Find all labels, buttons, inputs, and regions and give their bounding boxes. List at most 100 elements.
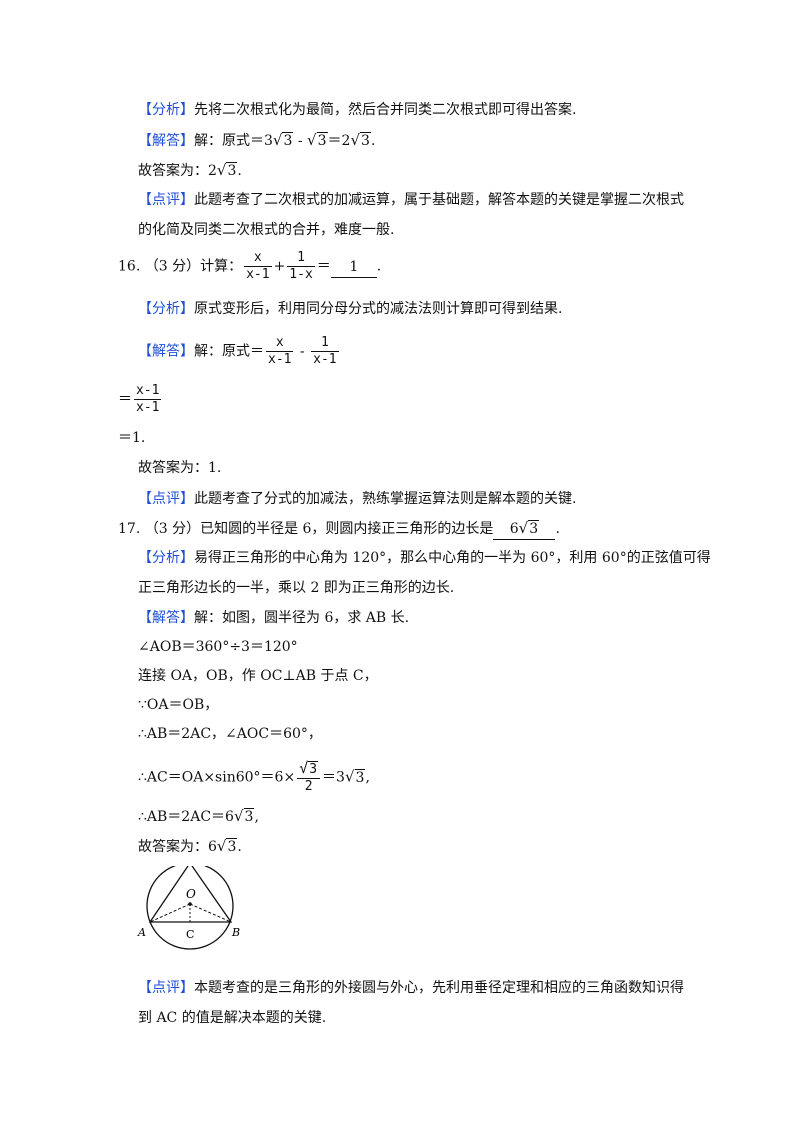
denominator: x-1 <box>246 267 270 282</box>
p15-answer-line: 【解答】解：原式＝3√3 - √3＝2√3. <box>138 130 375 151</box>
answer-tag: 【解答】 <box>138 610 194 626</box>
p17-step6: ∴AB＝2AC＝6√3, <box>138 806 259 827</box>
radical-sign: √ <box>272 131 283 149</box>
answer-blank: 1 <box>330 257 377 278</box>
punct: , <box>254 809 259 825</box>
comment-text: 此题考查了二次根式的加减运算，属于基础题，解答本题的关键是掌握二次根式 <box>194 192 684 208</box>
punct: , <box>365 769 370 786</box>
step-text: 连接 OA，OB，作 OC⊥AB 于点 C， <box>138 668 378 684</box>
p17-comment-line-2: 到 AC 的值是解决本题的关键. <box>138 1008 326 1028</box>
p17-final: 故答案为：6√3. <box>138 836 242 857</box>
denominator: x-1 <box>136 400 160 415</box>
label-A: A <box>137 926 146 939</box>
radicand: 3 <box>354 768 366 786</box>
radical-sign: √ <box>344 767 355 786</box>
step-text: ＝3 <box>322 769 345 786</box>
label-O: O <box>186 887 196 901</box>
answer-text: ＝2 <box>327 133 351 149</box>
punct: . <box>555 521 560 537</box>
label-C: C <box>186 928 194 941</box>
step-text: ∴AB＝2AC＝6 <box>138 809 234 825</box>
final-text: 故答案为：6 <box>138 839 217 855</box>
radicand: 3 <box>308 761 319 777</box>
p16-final: 故答案为：1. <box>138 458 221 478</box>
p15-comment-line: 【点评】此题考查了二次根式的加减运算，属于基础题，解答本题的关键是掌握二次根式 <box>138 190 684 210</box>
center-point <box>188 902 192 906</box>
segment-OB <box>189 903 232 923</box>
label-B: B <box>231 926 240 939</box>
analysis-tag: 【分析】 <box>138 550 194 566</box>
analysis-tag: 【分析】 <box>138 301 194 317</box>
p16-comment-line: 【点评】此题考查了分式的加减法，熟练掌握运算法则是解本题的关键. <box>138 489 576 509</box>
answer-text: 解：原式＝ <box>194 343 264 360</box>
comment-tag: 【点评】 <box>138 491 194 507</box>
answer-blank: 6√3 <box>493 518 556 540</box>
p15-analysis-line: 【分析】先将二次根式化为最简，然后合并同类二次根式即可得出答案. <box>138 100 576 120</box>
analysis-text: 易得正三角形的中心角为 120°，那么中心角的一半为 60°，利用 60°的正弦… <box>194 550 711 566</box>
radical-sign: √ <box>299 759 309 777</box>
numerator: 1 <box>311 335 339 352</box>
p17-step1: ∠AOB＝360°÷3＝120° <box>138 637 298 657</box>
comment-tag: 【点评】 <box>138 980 194 996</box>
p17-answer-line: 【解答】解：如图，圆半径为 6，求 AB 长. <box>138 608 409 628</box>
answer-tag: 【解答】 <box>138 133 194 149</box>
final-text: 故答案为：2 <box>138 163 217 179</box>
analysis-text: 正三角形边长的一半，乘以 2 即为正三角形的边长. <box>138 580 455 596</box>
operator: - <box>295 343 310 360</box>
p17-step3: ∵OA＝OB， <box>138 695 218 715</box>
answer-text: - <box>293 133 308 149</box>
analysis-tag: 【分析】 <box>138 102 194 118</box>
numerator: √3 <box>297 759 321 779</box>
p15-comment-line-2: 的化简及同类二次根式的合并，难度一般. <box>138 220 394 240</box>
problem-score: （3 分）计算： <box>144 258 243 275</box>
comment-text: 到 AC 的值是解决本题的关键. <box>138 1010 327 1026</box>
denominator: 1-x <box>289 267 313 282</box>
numerator: 1 <box>287 250 315 267</box>
radicand: 3 <box>360 132 371 149</box>
question-text: （3 分）已知圆的半径是 6，则圆内接正三角形的边长是 <box>144 521 494 537</box>
punct: . <box>237 839 242 855</box>
step-text: ∴AC＝OA×sin60°＝6× <box>138 769 296 786</box>
problem-number: 16. <box>118 258 141 275</box>
numerator: x <box>244 250 272 267</box>
answer-text: 解：原式＝3 <box>194 133 273 149</box>
radical-sign: √ <box>216 837 227 855</box>
radical-sign: √ <box>518 519 529 537</box>
radical-sign: √ <box>233 807 244 825</box>
p16-step3: ＝1. <box>118 428 145 448</box>
step-text: ∠AOB＝360°÷3＝120° <box>138 639 298 655</box>
denominator: x-1 <box>268 352 292 367</box>
comment-text: 此题考查了分式的加减法，熟练掌握运算法则是解本题的关键. <box>194 491 577 507</box>
answer-text: 解：如图，圆半径为 6，求 AB 长. <box>194 610 410 626</box>
step-text: ∵OA＝OB， <box>138 697 219 713</box>
analysis-text: 先将二次根式化为最简，然后合并同类二次根式即可得出答案. <box>194 102 577 118</box>
operator: + <box>273 258 286 275</box>
radicand: 3 <box>226 162 238 179</box>
comment-tag: 【点评】 <box>138 192 194 208</box>
punct: . <box>376 258 382 275</box>
blank-value: 6 <box>509 521 519 537</box>
numerator: x <box>266 335 294 352</box>
numerator: x-1 <box>134 383 162 400</box>
radical-sign: √ <box>307 131 317 149</box>
p17-comment-line: 【点评】本题考查的是三角形的外接圆与外心，先利用垂径定理和相应的三角函数知识得 <box>138 978 684 998</box>
final-text: 故答案为：1. <box>138 460 222 476</box>
answer-text: . <box>370 133 376 149</box>
radical-sign: √ <box>350 131 361 149</box>
operator: ＝ <box>316 258 331 275</box>
circumscribed-circle <box>146 866 234 950</box>
analysis-text: 原式变形后，利用同分母分式的减法法则计算即可得到结果. <box>194 301 563 317</box>
radical-sign: √ <box>216 161 227 179</box>
step-text: ∴AB＝2AC，∠AOC＝60°， <box>138 726 322 742</box>
operator: ＝ <box>118 391 132 408</box>
